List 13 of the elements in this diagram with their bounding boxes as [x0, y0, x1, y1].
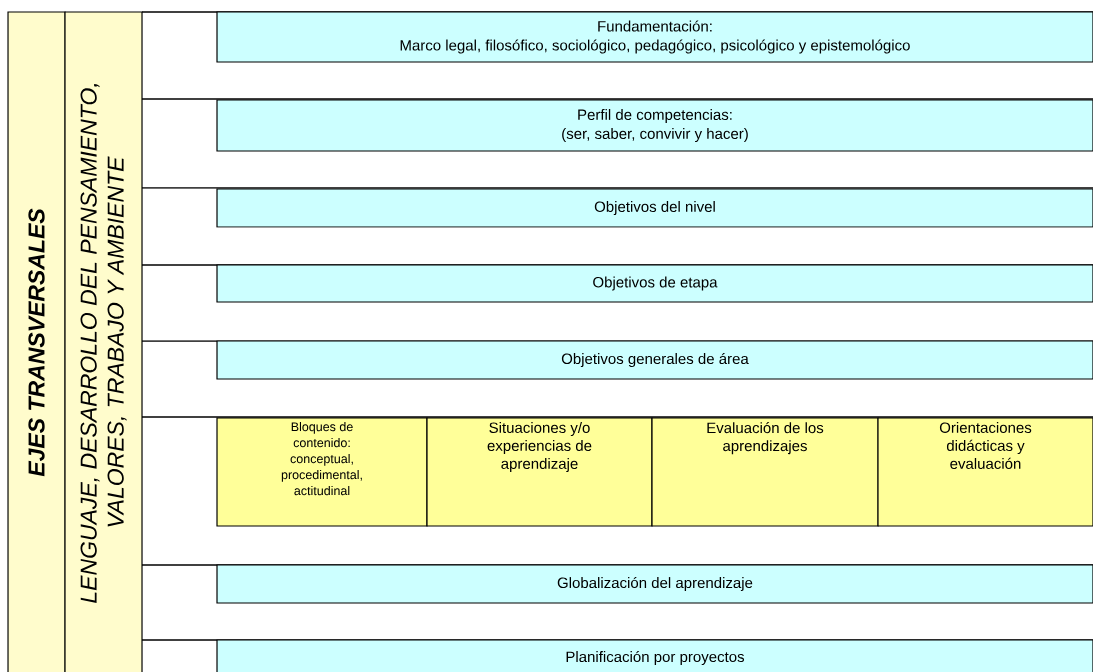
content-box: Perfil de competencias: (ser, saber, convivir y hacer)	[216, 99, 1093, 152]
content-box: Planificación por proyectos	[216, 639, 1093, 672]
table-cell: Situaciones y/o experiencias de aprendizaje	[426, 417, 653, 527]
table-cell: Evaluación de los aprendizajes	[651, 417, 879, 527]
vertical-band: EJES TRANSVERSALES	[7, 11, 66, 672]
table-cell: Bloques de contenido: conceptual, procedimental, actitudinal	[216, 417, 428, 527]
content-box: Fundamentación: Marco legal, filosófico, sociológico, pedagógico, psicológico y epistemológico	[216, 11, 1093, 63]
vertical-band: LENGUAJE, DESARROLLO DEL PENSAMIENTO, VALORES, TRABAJO Y AMBIENTE	[64, 11, 143, 672]
content-box: Globalización del aprendizaje	[216, 564, 1093, 604]
content-box: Objetivos generales de área	[216, 340, 1093, 380]
table-cell: Orientaciones didácticas y evaluación	[877, 417, 1093, 527]
content-box: Objetivos del nivel	[216, 188, 1093, 228]
content-box: Objetivos de etapa	[216, 264, 1093, 303]
